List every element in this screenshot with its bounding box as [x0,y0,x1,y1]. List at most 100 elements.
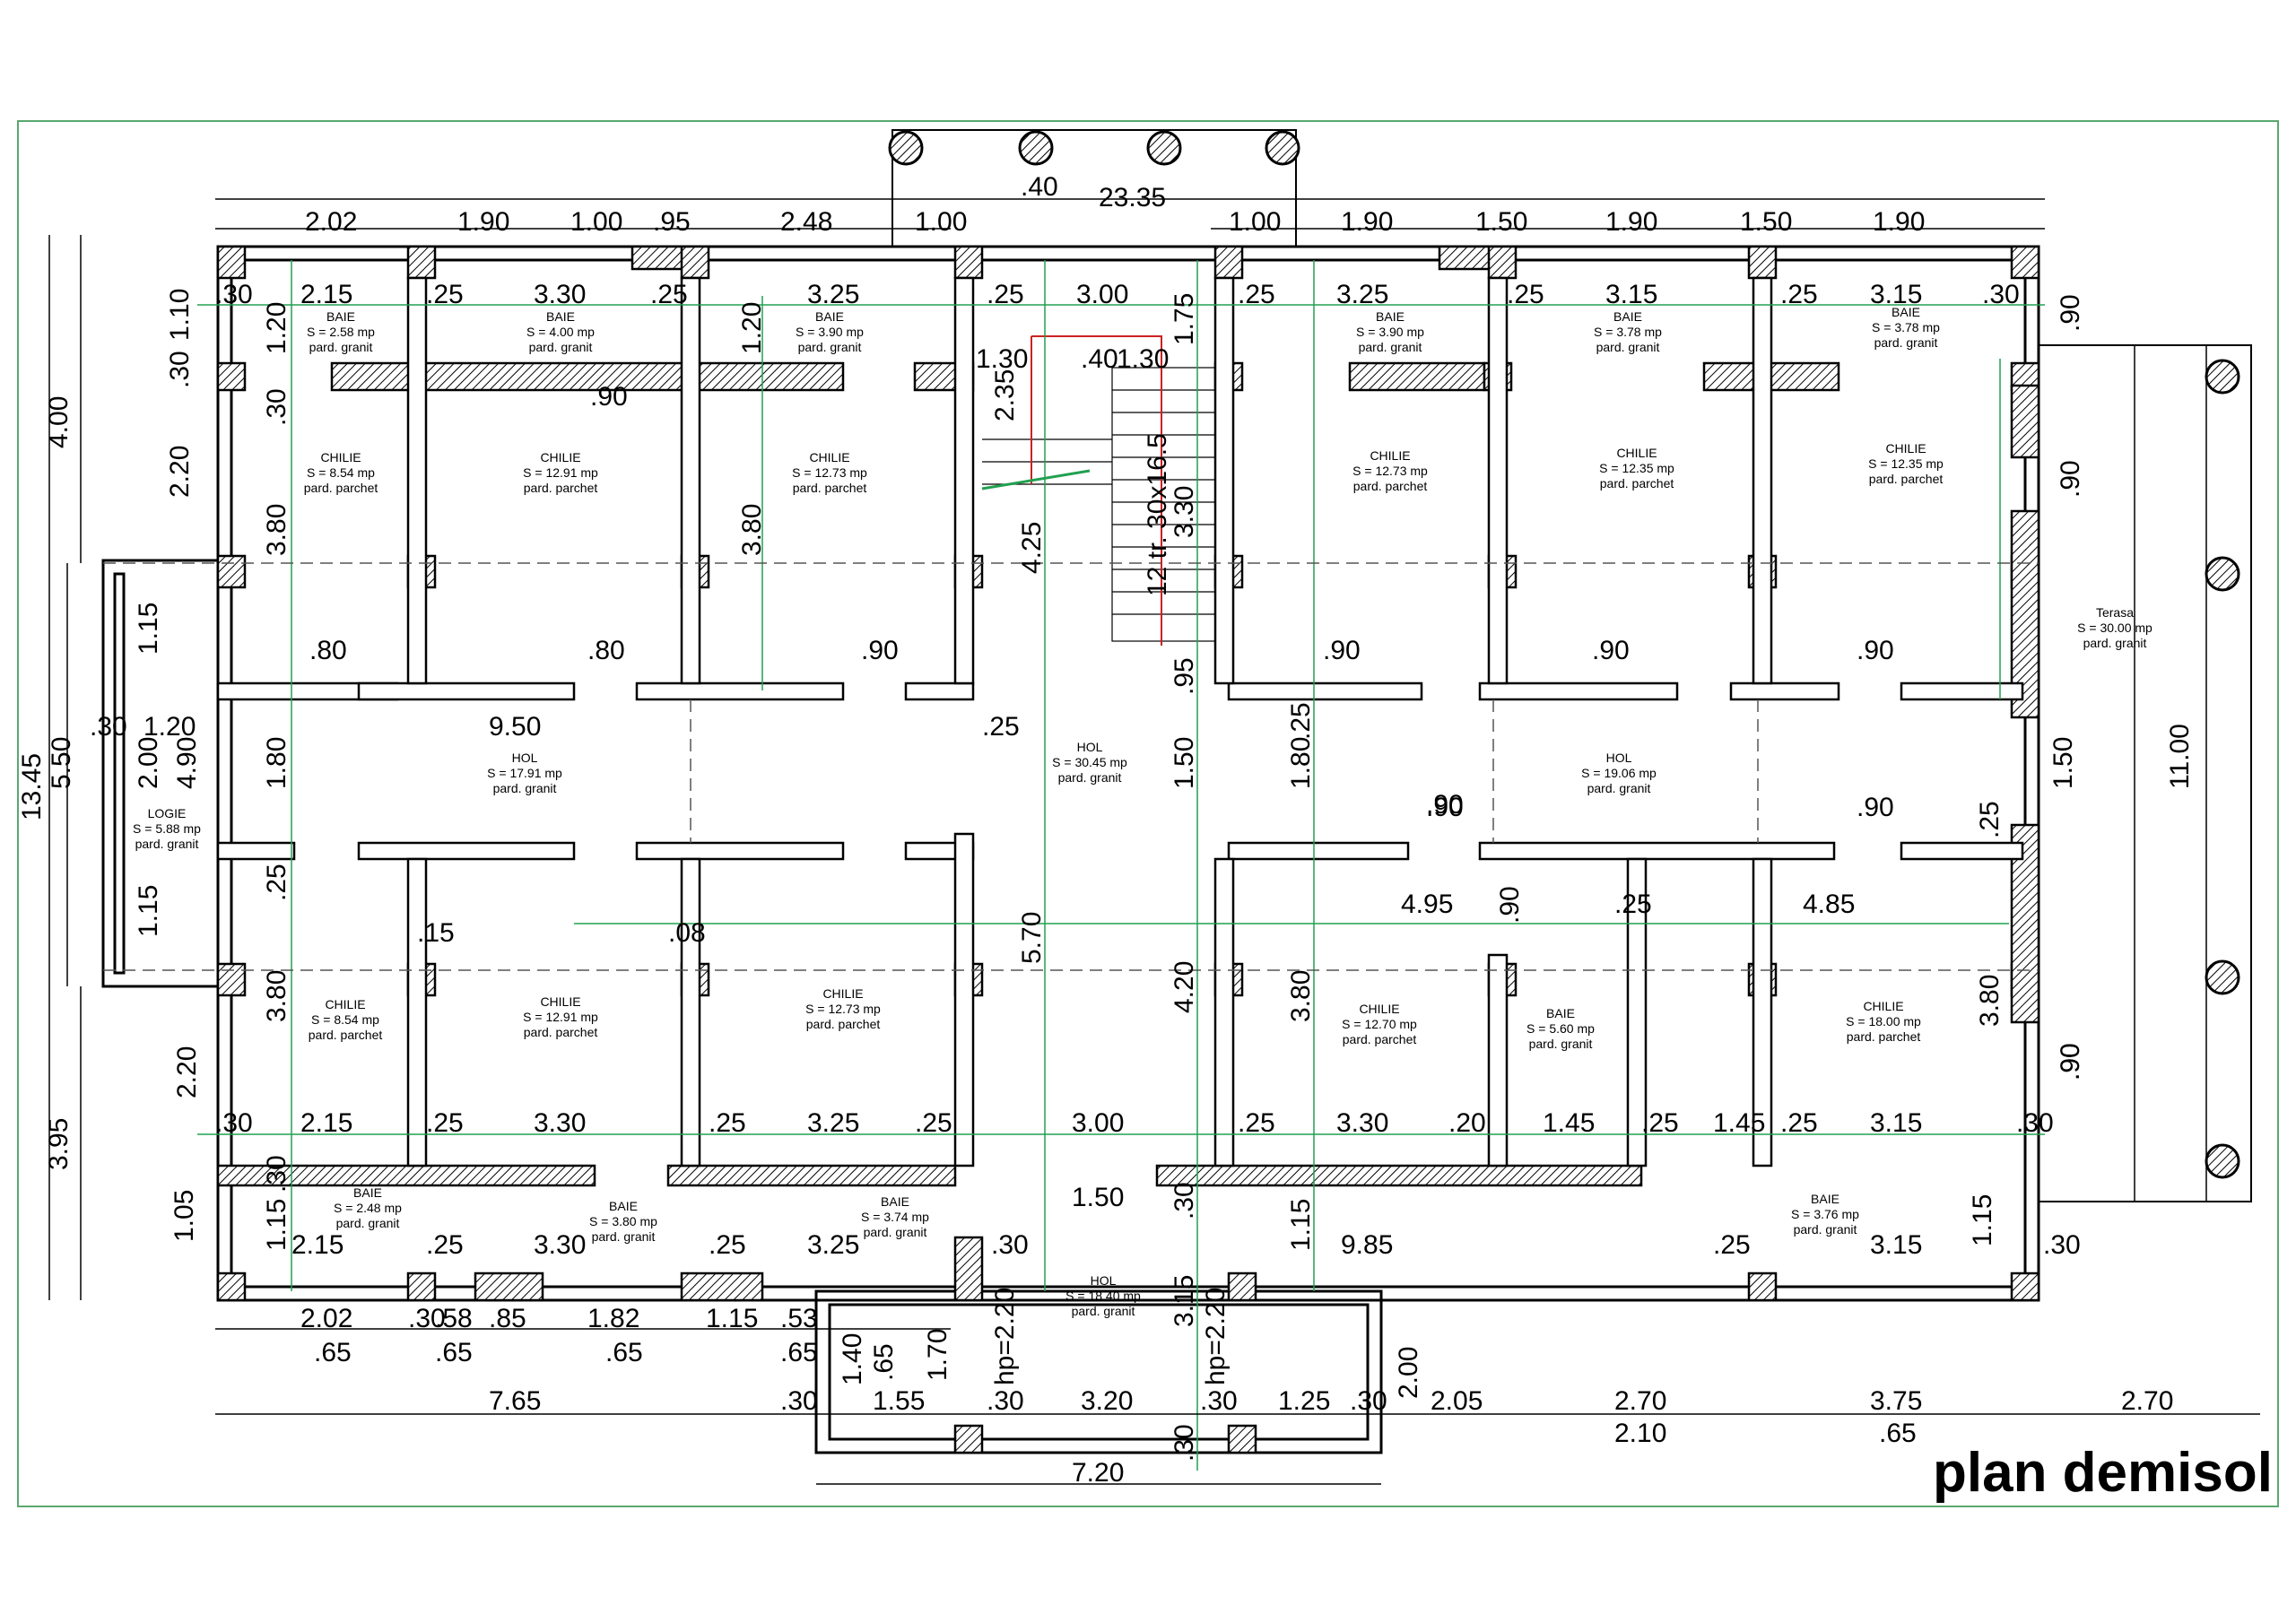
loggia [101,559,220,988]
dimension-value: 1.40 [838,1333,867,1385]
room-text: pard. granit [1596,340,1660,354]
dimension-value: 2.10 [1614,1419,1666,1448]
room-text: pard. parchet [1343,1032,1417,1046]
room-text: BAIE [609,1199,638,1213]
dimension-value: .30 [1170,1424,1199,1462]
dimension-value: .30 [780,1386,818,1416]
room-text: S = 30.45 mp [1052,755,1127,769]
room-text: pard. granit [1072,1304,1135,1318]
dimension-value: .30 [215,1108,253,1138]
dimension-value: 3.15 [1870,280,1922,309]
room-text: CHILIE [540,994,580,1009]
dimension-value: .25 [1238,280,1275,309]
room-text: HOL [1606,751,1632,765]
dimension-value: 1.80 [262,737,291,789]
dimension-value: 3.25 [807,1108,859,1138]
terrace [2038,344,2252,1202]
dimension-value: 7.65 [489,1386,541,1416]
room-text: S = 4.00 mp [526,325,595,339]
room-text: S = 3.90 mp [1356,325,1424,339]
room-text: pard. granit [309,340,373,354]
dimension-value: 4.20 [1170,961,1199,1013]
dimension-value: 5.50 [47,737,76,789]
dimension-value: .90 [1323,636,1361,665]
dimension-value: .30 [2016,1108,2054,1138]
dimension-value: .30 [90,712,127,742]
dimension-value: .08 [668,918,706,948]
room-text: S = 5.88 mp [133,821,201,836]
room-text: BAIE [815,309,844,324]
dimension-value: 1.15 [1968,1194,1997,1246]
room-text: S = 2.58 mp [307,325,375,339]
room-text: BAIE [546,309,575,324]
room-text: pard. granit [1359,340,1422,354]
dimension-value: 1.00 [915,207,967,237]
room-text: CHILIE [325,997,365,1011]
dimension-value: 1.15 [134,603,163,655]
dimension-value: 3.30 [534,280,586,309]
dimension-value: 13.45 [17,753,47,820]
dimension-value: 4.90 [172,737,202,789]
dimension-value: 3.30 [1336,1108,1388,1138]
room-text: CHILIE [822,986,863,1001]
room-text: S = 2.48 mp [334,1201,402,1215]
room-text: pard. granit [1529,1037,1593,1051]
room-text: S = 18.00 mp [1846,1014,1921,1028]
dimension-value: .30 [1350,1386,1387,1416]
dimension-value: hp=2.20 [1201,1288,1231,1385]
dimension-value: .30 [262,1155,291,1193]
dimension-value: 1.70 [923,1329,952,1381]
dimension-value: 3.15 [1870,1230,1922,1260]
room-text: pard. granit [798,340,862,354]
room-text: CHILIE [1359,1002,1399,1016]
dimension-value: 3.80 [262,504,291,556]
dimension-value: 4.00 [44,396,74,448]
dimension-value: 1.45 [1713,1108,1765,1138]
room-text: pard. parchet [793,481,867,495]
room-text: pard. granit [864,1225,927,1239]
dimension-value: .85 [489,1304,526,1333]
dimension-value: 5.70 [1017,912,1047,964]
dimension-value: .95 [653,207,691,237]
dimension-value: .30 [262,388,291,426]
dimension-value: 1.50 [2048,737,2078,789]
dimension-value: 9.50 [489,712,541,742]
dimension-value: 7.20 [1072,1458,1124,1488]
room-text: S = 8.54 mp [311,1012,379,1027]
dimension-value: 1.15 [1286,1199,1316,1251]
room-text: S = 12.73 mp [805,1002,881,1016]
dimension-value: .53 [780,1304,818,1333]
dimension-value: .90 [1495,886,1525,924]
room-text: pard. granit [1058,770,1122,785]
dimension-value: 9.85 [1341,1230,1393,1260]
dimension-value: 4.95 [1401,890,1453,919]
room-text: S = 5.60 mp [1526,1021,1595,1036]
room-text: S = 3.80 mp [589,1214,657,1228]
room-text: S = 12.35 mp [1599,461,1674,475]
room-text: BAIE [1376,309,1405,324]
dimension-value: 1.05 [170,1190,199,1242]
room-text: pard. parchet [524,1025,598,1039]
dimension-value: .30 [408,1304,446,1333]
room-text: pard. parchet [1869,472,1944,486]
dimension-value: .25 [982,712,1020,742]
dimension-value: 3.25 [1336,280,1388,309]
room-text: Terasa [2096,605,2134,620]
dimension-value: 3.80 [1975,975,2005,1027]
dimension-labels: 2.02 1.90 1.00 .95 2.48 1.00 23.35 .40 1… [17,172,2195,1488]
dimension-value: 2.02 [300,1304,352,1333]
dimension-lines [48,198,2260,1485]
dimension-value: .30 [991,1230,1029,1260]
room-text: pard. parchet [304,481,378,495]
room-text: S = 3.76 mp [1791,1207,1859,1221]
room-text: pard. granit [336,1216,400,1230]
